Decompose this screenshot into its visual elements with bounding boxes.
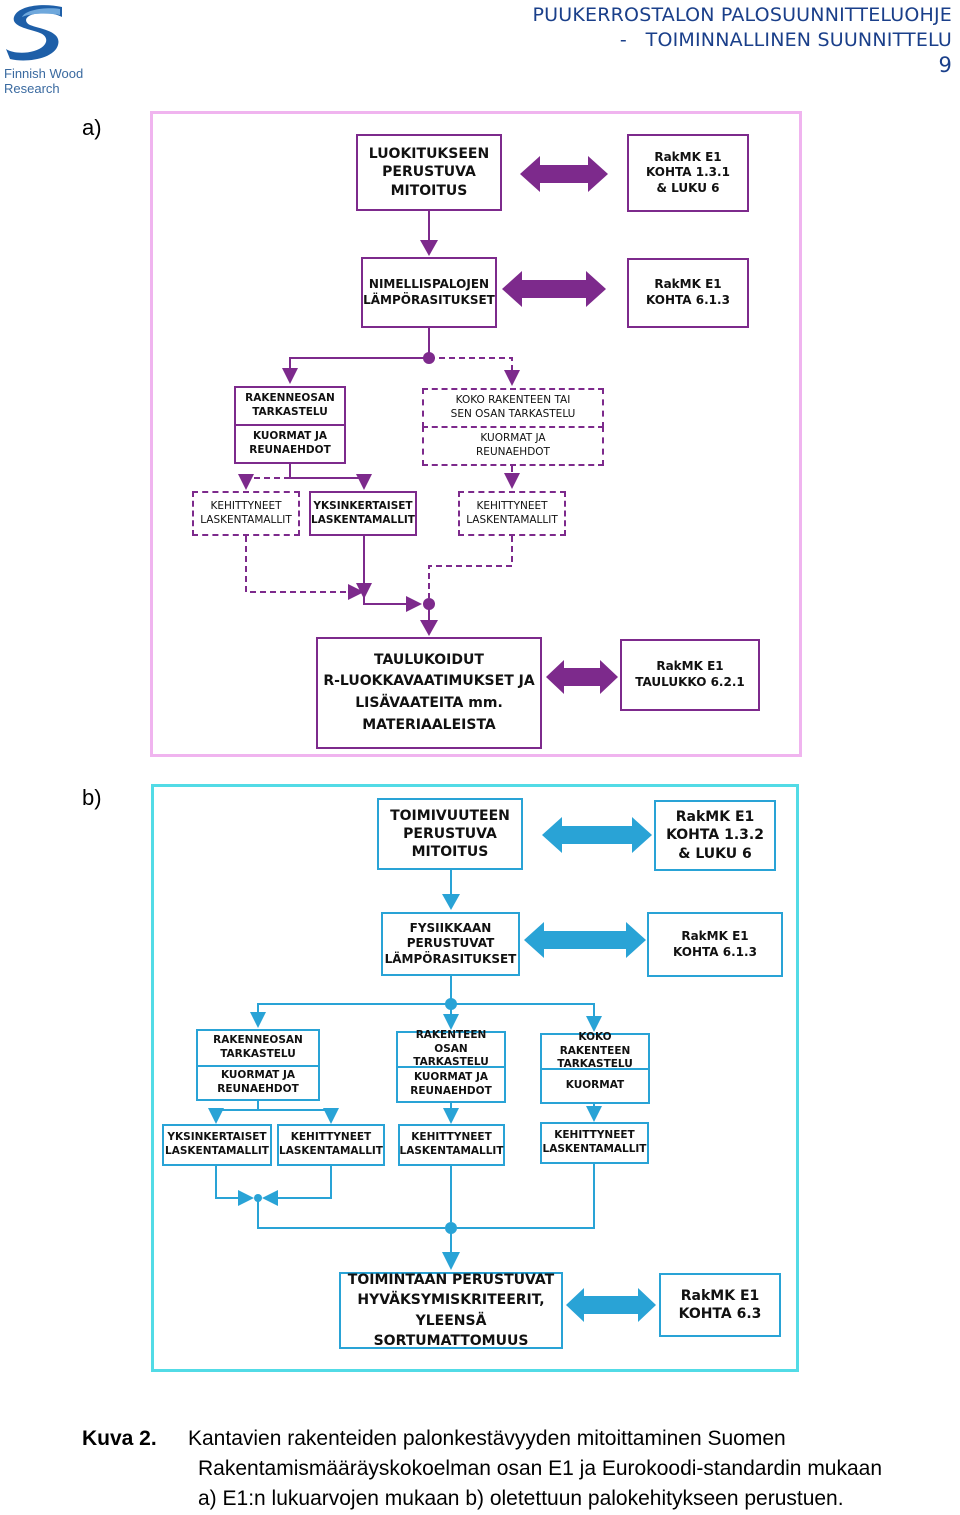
a-reference-box-3: RakMK E1 TAULUKKO 6.2.1: [620, 639, 760, 711]
caption-line1: Kantavien rakenteiden palonkestävyyden m…: [188, 1427, 786, 1450]
logo-mark-icon: [6, 5, 62, 61]
a-nominal-fire-box: NIMELLISPALOJEN LÄMPÖRASITUKSET: [361, 257, 497, 328]
b-advanced-models-box-1: KEHITTYNEET LASKENTAMALLIT: [277, 1124, 385, 1166]
b-structure-part-loads-box: KUORMAT JA REUNAEHDOT: [396, 1066, 506, 1103]
a-reference-box-2: RakMK E1 KOHTA 6.1.3: [627, 258, 749, 328]
b-performance-criteria-box: TOIMINTAAN PERUSTUVAT HYVÄKSYMISKRITEERI…: [339, 1272, 563, 1349]
b-reference-box-1: RakMK E1 KOHTA 1.3.2 & LUKU 6: [654, 800, 776, 871]
diagram-b-frame: [151, 784, 799, 1372]
a-whole-structure-box: KOKO RAKENTEEN TAI SEN OSAN TARKASTELU: [422, 388, 604, 428]
diagram-a-double-arrow-2: [502, 271, 606, 307]
b-whole-structure-box: KOKO RAKENTEEN TARKASTELU: [540, 1031, 650, 1070]
b-advanced-models-box-2: KEHITTYNEET LASKENTAMALLIT: [398, 1124, 505, 1166]
a-tabulated-requirements-box: TAULUKOIDUT R-LUOKKAVAATIMUKSET JA LISÄV…: [316, 637, 542, 749]
b-whole-structure-loads-box: KUORMAT: [540, 1068, 650, 1104]
b-physical-fire-box: FYSIIKKAAN PERUSTUVAT LÄMPÖRASITUKSET: [381, 912, 520, 976]
diagram-b-double-arrow-1: [542, 817, 652, 853]
a-whole-structure-loads-box: KUORMAT JA REUNAEHDOT: [422, 426, 604, 466]
a-classification-design-box: LUOKITUKSEEN PERUSTUVA MITOITUS: [356, 134, 502, 211]
diagram-a-frame: [150, 111, 802, 757]
caption-line3: a) E1:n lukuarvojen mukaan b) oletettuun…: [198, 1487, 844, 1510]
figure-label: Kuva 2.: [82, 1427, 157, 1450]
caption-line2: Rakentamismääräyskokoelman osan E1 ja Eu…: [198, 1457, 883, 1480]
b-structure-part-box: RAKENTEEN OSAN TARKASTELU: [396, 1029, 506, 1068]
diagram-b-double-arrow-2: [524, 922, 646, 958]
b-reference-box-2: RakMK E1 KOHTA 6.1.3: [647, 912, 783, 977]
diagram-b-label: b): [82, 785, 102, 810]
page-number: 9: [938, 53, 952, 77]
a-simple-models-box: YKSINKERTAISET LASKENTAMALLIT: [309, 491, 417, 536]
b-member-loads-box: KUORMAT JA REUNAEHDOT: [196, 1065, 320, 1101]
diagram-a-label: a): [82, 115, 102, 140]
diagram-b-junction-1: [445, 998, 457, 1010]
diagram-a-double-arrow-3: [546, 660, 618, 694]
b-performance-design-box: TOIMIVUUTEEN PERUSTUVA MITOITUS: [377, 798, 523, 870]
diagram-a-junction-2: [423, 598, 435, 610]
a-member-analysis-box: RAKENNEOSAN TARKASTELU: [234, 386, 346, 426]
document-title-line1: PUUKERROSTALON PALOSUUNNITTELUOHJE: [532, 4, 952, 26]
diagram-a-double-arrow-1: [520, 156, 608, 192]
logo-line1: Finnish Wood: [4, 66, 84, 81]
b-advanced-models-box-3: KEHITTYNEET LASKENTAMALLIT: [540, 1122, 649, 1164]
a-advanced-models-box-2: KEHITTYNEET LASKENTAMALLIT: [458, 491, 566, 536]
company-logo: Finnish Wood Research: [4, 3, 104, 97]
logo-line2: Research: [4, 81, 60, 96]
a-advanced-models-box-1: KEHITTYNEET LASKENTAMALLIT: [192, 491, 300, 536]
diagram-a-junction-1: [423, 352, 435, 364]
b-reference-box-3: RakMK E1 KOHTA 6.3: [659, 1273, 781, 1337]
diagram-b-junction-2: [254, 1194, 262, 1202]
a-reference-box-1: RakMK E1 KOHTA 1.3.1 & LUKU 6: [627, 134, 749, 212]
a-member-loads-box: KUORMAT JA REUNAEHDOT: [234, 424, 346, 464]
b-simple-models-box: YKSINKERTAISET LASKENTAMALLIT: [162, 1124, 272, 1166]
diagram-b-double-arrow-3: [566, 1288, 656, 1322]
diagram-b-junction-3: [445, 1222, 457, 1234]
document-title-line2: - TOIMINNALLINEN SUUNNITTELU: [619, 29, 952, 51]
b-member-analysis-box: RAKENNEOSAN TARKASTELU: [196, 1029, 320, 1067]
